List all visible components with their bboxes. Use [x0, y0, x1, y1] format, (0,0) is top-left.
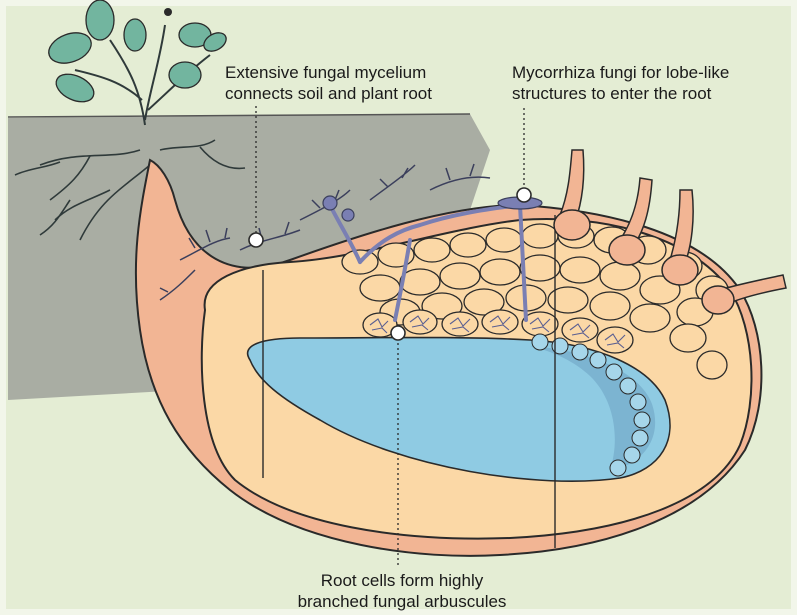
leaf: [86, 0, 114, 40]
plant-shoot: [45, 0, 230, 125]
lobe-marker: [517, 188, 531, 202]
leaf: [124, 19, 146, 51]
lobe-structures-label: Mycorrhiza fungi for lobe-like structure…: [512, 62, 792, 104]
leaf: [169, 62, 201, 88]
mycelium-label: Extensive fungal mycelium connects soil …: [225, 62, 495, 104]
leaf: [45, 27, 96, 68]
arbuscules-label: Root cells form highly branched fungal a…: [252, 570, 552, 612]
mycelium-marker: [249, 233, 263, 247]
flower-bud: [164, 8, 172, 16]
arbuscule-marker: [391, 326, 405, 340]
